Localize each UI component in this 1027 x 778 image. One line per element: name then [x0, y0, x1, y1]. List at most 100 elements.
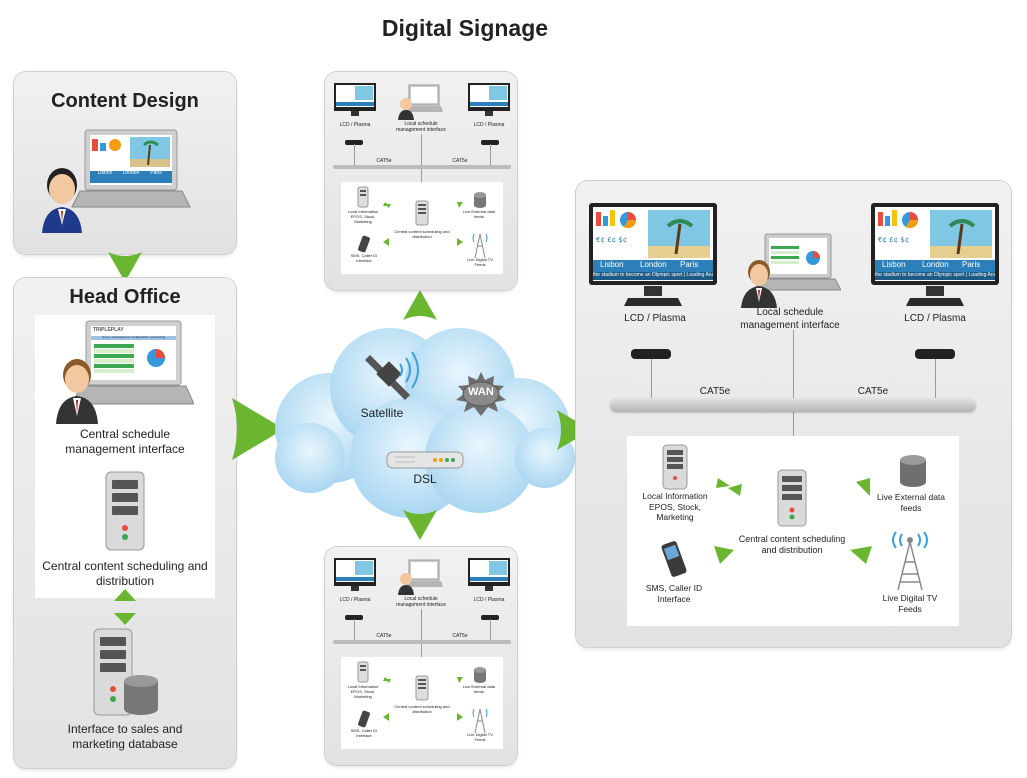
- ho-server-label: Central content scheduling and distribut…: [42, 559, 208, 588]
- site-top-tv: Live Digital TV Feeds: [467, 257, 493, 267]
- site-bottom-lcd-right: LCD / Plasma: [473, 597, 505, 603]
- lcd-right-label: LCD / Plasma: [904, 313, 966, 324]
- lcd-left-screen: €¢ £¢ $¢: [589, 203, 717, 306]
- site-top-db: [474, 192, 486, 208]
- cable-right: [935, 359, 936, 399]
- lcd-left-city-1: Lisbon: [600, 260, 624, 269]
- site-bottom-local-info: Local Information EPOS, Stock, Marketing: [347, 684, 379, 699]
- arrow-cloud-to-bottom-site: [403, 510, 437, 540]
- dsl-label: DSL: [413, 472, 437, 486]
- local-info-server-icon: [662, 444, 688, 490]
- site-bottom-sms: SMS, Caller ID Interface: [350, 728, 378, 738]
- page-title: Digital Signage: [381, 15, 549, 41]
- site-top-media-player-left: [345, 140, 363, 145]
- site-top-local-server: [357, 186, 369, 208]
- cd-city-2: London: [122, 170, 140, 176]
- site-bottom-cable-b: [490, 619, 491, 641]
- ho-database-icon: [93, 628, 158, 716]
- ho-db-label: Interface to sales and marketing databas…: [67, 722, 183, 751]
- site-top-local-mgmt: Local schedule management interface: [396, 121, 446, 133]
- tv-feeds-label: Live Digital TV Feeds: [882, 593, 938, 614]
- lcd-right-screen: €¢ £¢ $¢: [871, 203, 999, 306]
- site-bottom-cable-c: [421, 609, 422, 679]
- lcd-left-city-2: London: [640, 260, 667, 269]
- dsl-modem-icon: [386, 451, 464, 469]
- local-mgmt-laptop: [741, 233, 841, 308]
- site-bottom-content: LCD / Plasma Local schedule management i…: [325, 547, 517, 765]
- sms-label: SMS, Caller ID Interface: [645, 583, 703, 604]
- site-inner-arrows: [714, 478, 872, 564]
- site-top-sms: SMS, Caller ID Interface: [350, 253, 378, 263]
- cable-left: [651, 359, 652, 399]
- cat5e-label-right: CAT5e: [857, 386, 889, 397]
- ho-server-icon: [105, 471, 145, 551]
- satellite-label: Satellite: [360, 406, 404, 420]
- site-bottom-phone: [358, 710, 370, 728]
- svg-text:€¢ £¢ $¢: €¢ £¢ $¢: [878, 236, 909, 244]
- head-office-title: Head Office: [69, 286, 181, 308]
- phone-icon: [661, 541, 687, 577]
- local-mgmt-label: Local schedule management interface: [740, 307, 840, 331]
- ho-tabs: home | management | configuration | comp…: [101, 336, 166, 339]
- tv-tower-icon: [892, 531, 928, 591]
- site-top-screen-left: [334, 83, 376, 116]
- lcd-right-city-2: London: [922, 260, 949, 269]
- cd-city-3: Paris: [150, 170, 162, 176]
- site-top-cable-a: [354, 144, 355, 166]
- site-top-content: LCD / Plasma Local schedule management i…: [325, 72, 517, 290]
- site-top-backbone: [333, 165, 511, 169]
- site-bottom-mini-arrows: [383, 677, 463, 721]
- arrow-cloud-to-right-site: [557, 410, 591, 450]
- site-bottom-media-player-left: [345, 615, 363, 620]
- site-top-phone: [358, 235, 370, 253]
- head-office-laptop: [56, 320, 194, 424]
- local-info-label: Local Information EPOS, Stock, Marketing: [642, 491, 708, 523]
- arrow-down-content-to-office: [108, 252, 142, 282]
- wan-icon: [456, 372, 506, 416]
- site-bottom-screen-left: [334, 558, 376, 591]
- site-top-tower: [472, 233, 488, 258]
- site-top-feeds: Live External data feeds: [462, 209, 496, 219]
- site-top-local-info: Local Information EPOS, Stock, Marketing: [347, 209, 379, 224]
- site-bottom-lcd-left: LCD / Plasma: [339, 597, 371, 603]
- site-bottom-cable-a: [354, 619, 355, 641]
- site-top-cat5e-right: CAT5e: [452, 158, 468, 164]
- arrow-cloud-to-top-site: [403, 290, 437, 320]
- media-player-left: [631, 349, 671, 359]
- site-top-central: Central content scheduling and distribut…: [394, 229, 450, 239]
- site-bottom-local-mgmt: Local schedule management interface: [396, 596, 446, 608]
- site-top-cable-c: [421, 134, 422, 204]
- site-bottom-local-server: [357, 661, 369, 683]
- external-feeds-label: Live External data feeds: [876, 492, 946, 513]
- central-server-icon: [777, 469, 807, 527]
- site-bottom-db: [474, 667, 486, 683]
- ho-updown-arrow: [114, 589, 136, 625]
- external-db-icon: [900, 455, 926, 487]
- site-bottom-tower: [472, 708, 488, 733]
- site-bottom-cat5e-right: CAT5e: [452, 633, 468, 639]
- site-top-lcd-left: LCD / Plasma: [339, 122, 371, 128]
- cd-city-1: Lisbon: [97, 170, 113, 176]
- cable-center: [793, 330, 794, 438]
- central-server-label: Central content scheduling and distribut…: [738, 534, 846, 556]
- site-top-media-player-right: [481, 140, 499, 145]
- site-bottom-central: Central content scheduling and distribut…: [394, 704, 450, 714]
- lcd-right-ticker: the stadium to become an Olympic sport |…: [875, 272, 995, 278]
- content-design-laptop: [42, 129, 191, 233]
- lcd-right-city-3: Paris: [962, 260, 981, 269]
- svg-text:€¢ £¢ $¢: €¢ £¢ $¢: [596, 236, 627, 244]
- site-top-screen-right: [468, 83, 510, 116]
- site-top-mini-arrows: [383, 202, 463, 246]
- wan-label: WAN: [468, 386, 494, 398]
- site-top-lcd-right: LCD / Plasma: [473, 122, 505, 128]
- site-bottom-screen-right: [468, 558, 510, 591]
- ho-brand: TRIPLEPLAY: [93, 327, 124, 333]
- site-top-cat5e-left: CAT5e: [376, 158, 392, 164]
- lcd-right-city-1: Lisbon: [882, 260, 906, 269]
- site-top-central-server: [415, 200, 429, 226]
- lcd-left-city-3: Paris: [680, 260, 699, 269]
- site-top-laptop: [398, 84, 443, 120]
- site-top-cable-b: [490, 144, 491, 166]
- site-bottom-tv: Live Digital TV Feeds: [467, 732, 493, 742]
- cat5e-label-left: CAT5e: [699, 386, 731, 397]
